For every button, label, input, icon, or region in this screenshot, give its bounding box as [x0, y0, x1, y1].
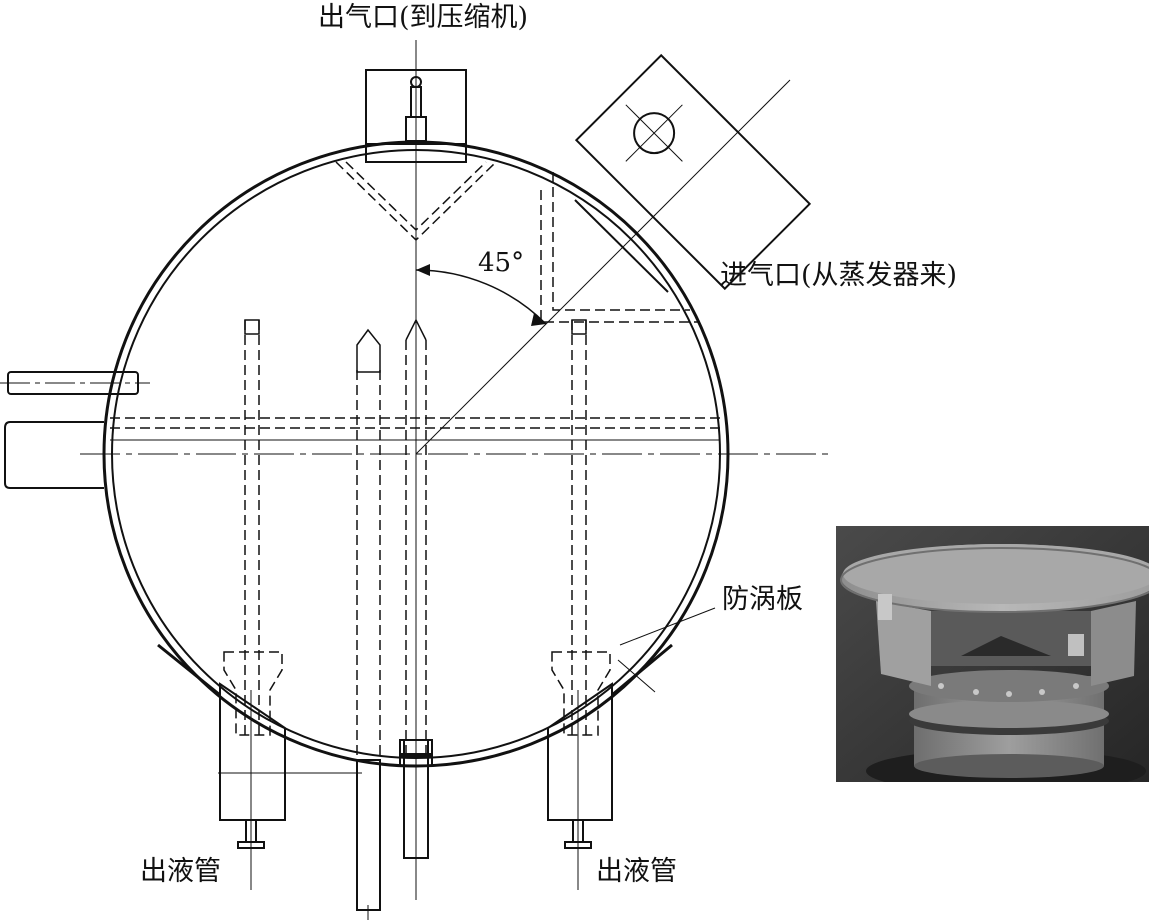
liquid-outlet-right-box: [547, 682, 613, 821]
vortex-plate-right: [611, 643, 673, 697]
left-nozzle-lower: [4, 421, 104, 489]
angle-arc: [415, 269, 547, 325]
angle-label: 45°: [478, 248, 525, 278]
inlet-axis: [415, 79, 791, 455]
gas-inlet-label: 进气口(从蒸发器来): [720, 260, 958, 291]
liquid-outlet-left-box: [219, 682, 286, 821]
liquid-outlet-right-label: 出液管: [596, 856, 677, 887]
inlet-duct: [552, 172, 690, 311]
vortex-plate-left: [157, 643, 221, 697]
bottom-drain-pipe: [356, 759, 381, 911]
liquid-outlet-left-label: 出液管: [140, 856, 221, 887]
outlet-baffle: [335, 161, 497, 242]
gas-inlet-nozzle: [574, 53, 812, 291]
vortex-plate-leader: [619, 607, 716, 646]
gas-outlet-label: 出气口(到压缩机): [318, 2, 529, 33]
gas-outlet-box: [365, 69, 467, 163]
vortex-plate-label: 防涡板: [722, 584, 803, 615]
vortex-plate-photo: [836, 526, 1149, 782]
